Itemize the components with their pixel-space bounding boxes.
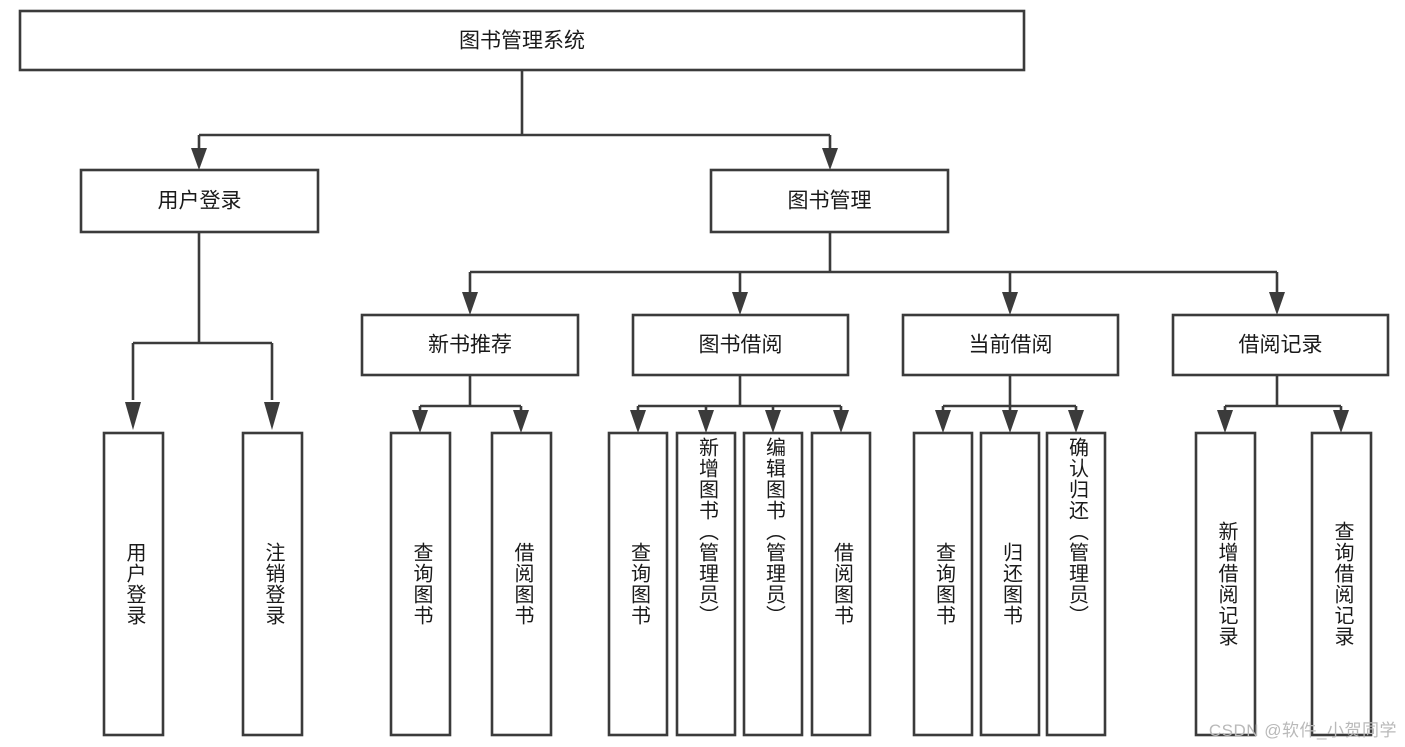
arrowhead-leaf-user-login [125, 402, 141, 430]
node-new-book-recommend-label: 新书推荐 [428, 334, 512, 357]
leaf-current-borrow-2[interactable] [979, 431, 1041, 737]
node-new-book-recommend[interactable] [360, 313, 580, 377]
node-book-borrow[interactable] [631, 313, 850, 377]
arrowhead-currentborrow-leaf-2 [1002, 410, 1018, 433]
node-book-borrow-label: 图书借阅 [699, 334, 783, 357]
leaf-book-borrow-1[interactable] [607, 431, 669, 737]
arrowhead-currentborrow-leaf-1 [935, 410, 951, 433]
arrowhead-borrowrecord-leaf-2 [1333, 410, 1349, 433]
leaf-borrow-record-1[interactable] [1194, 431, 1257, 737]
node-layer: 图书管理系统 用户登录 图书管理 新书推荐 图书借阅 当前借阅 借阅记录 [18, 9, 1390, 737]
arrowhead-current-borrow [1002, 292, 1018, 315]
arrowhead-user-login [191, 148, 207, 170]
leaf-book-borrow-3[interactable] [742, 431, 804, 737]
leaf-user-login-2[interactable] [241, 431, 304, 737]
leaf-book-borrow-4[interactable] [810, 431, 872, 737]
arrowhead-new-book-recommend [462, 292, 478, 315]
node-borrow-record-label: 借阅记录 [1239, 334, 1323, 357]
arrowhead-bookborrow-leaf-4 [833, 410, 849, 433]
arrowhead-newbook-leaf-1 [412, 410, 428, 433]
csdn-watermark: CSDN @软件_小贺同学 [1208, 721, 1397, 740]
node-current-borrow[interactable] [901, 313, 1120, 377]
leaf-new-book-recommend-1[interactable] [389, 431, 452, 737]
leaf-borrow-record-2[interactable] [1310, 431, 1373, 737]
node-root-book-system[interactable] [18, 9, 1026, 72]
leaf-book-borrow-2[interactable] [675, 431, 737, 737]
node-book-manage-label: 图书管理 [788, 190, 872, 213]
arrowhead-book-borrow [732, 292, 748, 315]
arrowhead-borrow-record [1269, 292, 1285, 315]
arrowhead-book-manage [822, 148, 838, 170]
arrowhead-bookborrow-leaf-3 [765, 410, 781, 433]
leaf-current-borrow-3[interactable] [1045, 431, 1107, 737]
node-root-book-system-label: 图书管理系统 [459, 30, 585, 53]
arrowhead-bookborrow-leaf-2 [698, 410, 714, 433]
node-book-manage[interactable] [709, 168, 950, 234]
arrowhead-newbook-leaf-2 [513, 410, 529, 433]
leaf-new-book-recommend-2[interactable] [490, 431, 553, 737]
node-borrow-record[interactable] [1171, 313, 1390, 377]
arrowhead-borrowrecord-leaf-1 [1217, 410, 1233, 433]
node-user-login[interactable] [79, 168, 320, 234]
node-current-borrow-label: 当前借阅 [969, 334, 1053, 357]
arrowhead-bookborrow-leaf-1 [630, 410, 646, 433]
arrowhead-leaf-logout-login [264, 402, 280, 430]
node-user-login-label: 用户登录 [158, 190, 242, 213]
connector-layer [125, 70, 1349, 433]
leaf-user-login-1[interactable] [102, 431, 165, 737]
arrowhead-currentborrow-leaf-3 [1068, 410, 1084, 433]
leaf-current-borrow-1[interactable] [912, 431, 974, 737]
